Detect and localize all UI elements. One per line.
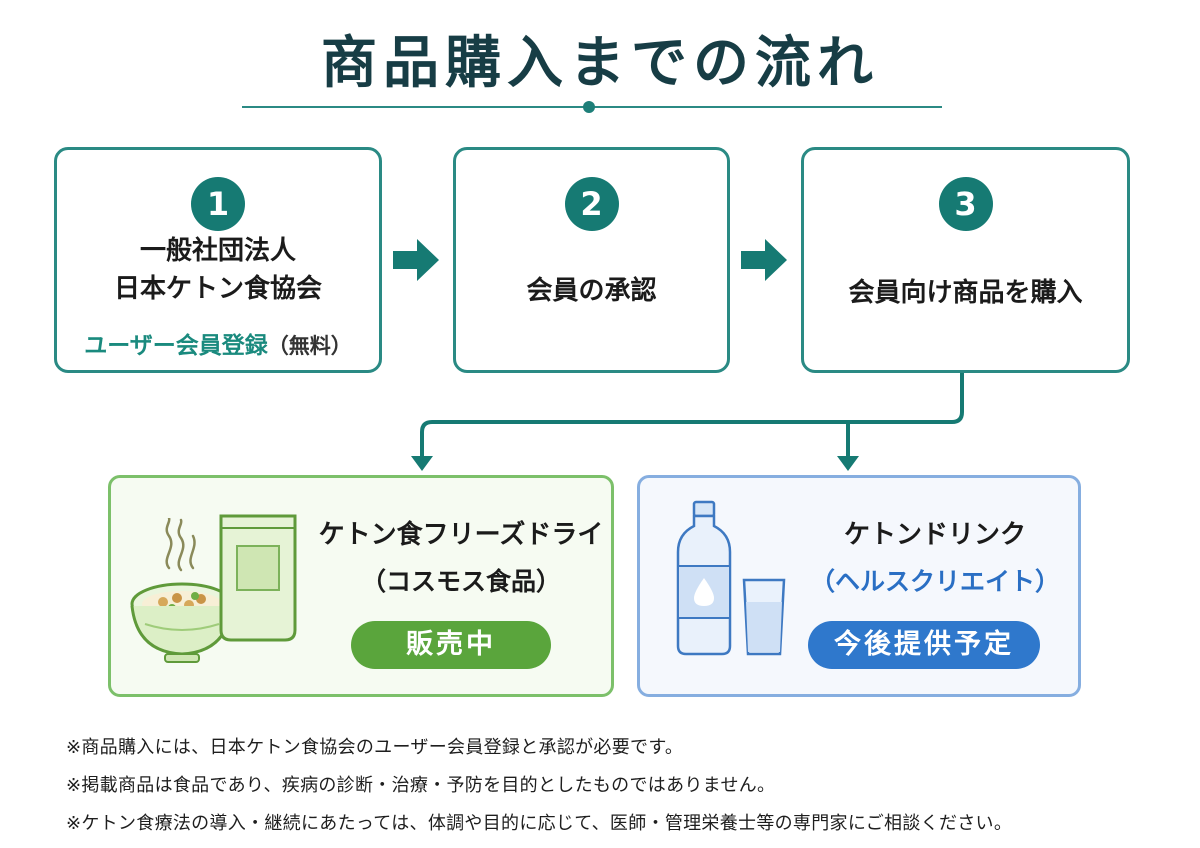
status-badge-coming-soon: 今後提供予定 bbox=[808, 621, 1040, 669]
title-underline-dot bbox=[583, 101, 595, 113]
note-1: ※商品購入には、日本ケトン食協会のユーザー会員登録と承認が必要です。 bbox=[66, 737, 684, 758]
note-2: ※掲載商品は食品であり、疾病の診断・治療・予防を目的としたものではありません。 bbox=[66, 775, 776, 796]
product-maker: （コスモス食品） bbox=[360, 567, 561, 596]
arrow-right-icon bbox=[393, 239, 439, 281]
step-3-card: 3 会員向け商品を購入 bbox=[801, 147, 1130, 373]
step-1-subtext: ユーザー会員登録（無料） bbox=[57, 326, 379, 360]
water-bottle-icon bbox=[676, 500, 732, 656]
steam-icon bbox=[165, 518, 196, 572]
step-1-line-2: 日本ケトン食協会 bbox=[113, 274, 322, 304]
product-name: ケトンドリンク bbox=[843, 520, 1026, 550]
arrow-down-icon bbox=[837, 456, 859, 471]
step-2-card: 2 会員の承認 bbox=[453, 147, 730, 373]
note-3: ※ケトン食療法の導入・継続にあたっては、体調や目的に応じて、医師・管理栄養士等の… bbox=[66, 813, 1013, 834]
food-pouch-icon bbox=[219, 514, 297, 642]
step-3-text: 会員向け商品を購入 bbox=[848, 278, 1083, 308]
step-1-line-1: 一般社団法人 bbox=[139, 236, 296, 266]
arrow-down-icon bbox=[411, 456, 433, 471]
arrow-right-icon bbox=[741, 239, 787, 281]
product-card-ketone-drink: ケトンドリンク （ヘルスクリエイト） 今後提供予定 bbox=[637, 475, 1081, 697]
product-card-freeze-dry: ケトン食フリーズドライ （コスモス食品） 販売中 bbox=[108, 475, 614, 697]
step-1-sub-paren: （無料） bbox=[267, 334, 352, 358]
page-title: 商品購入までの流れ bbox=[321, 31, 879, 96]
step-3-number-badge: 3 bbox=[938, 177, 993, 231]
product-name: ケトン食フリーズドライ bbox=[318, 520, 604, 550]
product-maker: （ヘルスクリエイト） bbox=[809, 567, 1060, 596]
glass-icon bbox=[742, 578, 786, 656]
status-badge-on-sale: 販売中 bbox=[351, 621, 551, 669]
step-2-number-badge: 2 bbox=[564, 177, 619, 231]
step-2-text: 会員の承認 bbox=[526, 276, 657, 306]
branch-connector bbox=[411, 373, 964, 471]
step-1-card: 1 一般社団法人 日本ケトン食協会 ユーザー会員登録（無料） bbox=[54, 147, 382, 373]
step-1-number-badge: 1 bbox=[191, 177, 245, 231]
step-1-sub-main: ユーザー会員登録 bbox=[84, 333, 268, 359]
